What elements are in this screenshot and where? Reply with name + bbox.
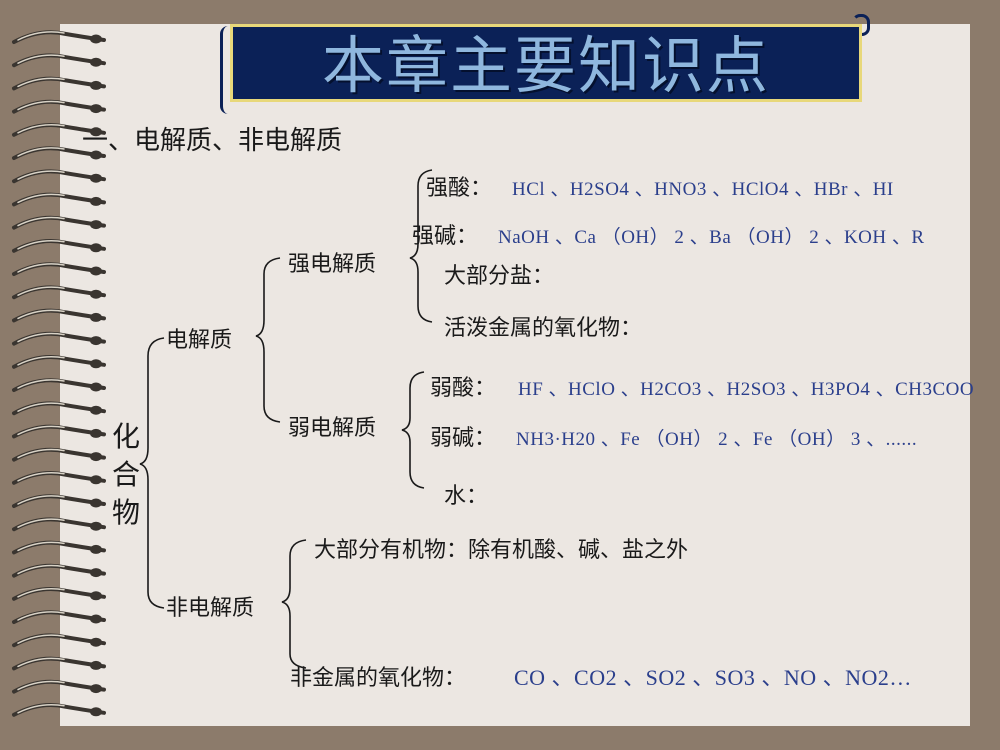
scroll-curl-left-icon: [220, 26, 237, 114]
binding-ring: [12, 656, 106, 671]
binding-ring: [12, 99, 106, 114]
organic-compounds-text: 大部分有机物：除有机酸、碱、盐之外: [314, 538, 689, 563]
weak-electrolyte-label: 弱电解质: [288, 416, 377, 441]
strong-base-label: 强碱：: [412, 224, 479, 249]
nonmetal-oxides-formulas: CO 、CO2 、SO2 、SO3 、NO 、NO2…: [514, 665, 912, 690]
nonelectrolyte-label: 非电解质: [166, 596, 255, 621]
bracket-nonelectrolyte: [281, 539, 307, 669]
binding-ring: [12, 331, 106, 346]
binding-ring: [12, 355, 106, 369]
bracket-electrolyte: [255, 257, 281, 423]
title-banner: 本章主要知识点: [230, 24, 862, 102]
binding-ring: [12, 587, 106, 601]
nonmetal-oxides-label: 非金属的氧化物：: [290, 666, 467, 691]
binding-ring: [12, 76, 106, 91]
binding-ring: [12, 471, 106, 485]
binding-ring: [12, 563, 106, 578]
binding-ring: [12, 285, 106, 300]
binding-ring: [12, 401, 106, 416]
binding-ring: [12, 239, 106, 253]
notebook-paper: [60, 24, 970, 726]
binding-ring: [12, 424, 106, 439]
weak-base-label: 弱碱：: [430, 426, 497, 451]
binding-ring: [12, 378, 106, 392]
binding-ring: [12, 447, 106, 462]
binding-ring: [12, 308, 106, 323]
binding-ring: [12, 169, 106, 184]
weak-base-formulas: NH3·H20 、Fe （OH） 2 、Fe （OH） 3 、......: [516, 429, 918, 450]
binding-ring: [12, 540, 106, 555]
binding-ring: [12, 53, 106, 68]
most-salts-label: 大部分盐：: [444, 264, 555, 289]
binding-ring: [12, 30, 106, 44]
binding-ring: [12, 679, 106, 694]
bracket-weak: [401, 371, 425, 489]
electrolyte-label: 电解质: [166, 328, 233, 353]
water-label: 水：: [444, 484, 489, 509]
weak-acid-formulas: HF 、HClO 、H2CO3 、H2SO3 、H3PO4 、CH3COO: [518, 379, 975, 400]
spiral-binding-rings-icon: [12, 30, 106, 717]
strong-base-formulas: NaOH 、Ca （OH） 2 、Ba （OH） 2 、KOH 、R: [498, 227, 925, 248]
page-title: 本章主要知识点: [321, 29, 770, 102]
section-heading: 一、电解质、非电解质: [82, 126, 343, 156]
strong-electrolyte-label: 强电解质: [288, 252, 377, 277]
bracket-compound: [139, 337, 165, 609]
binding-ring: [12, 123, 106, 137]
binding-ring: [12, 703, 106, 717]
binding-ring: [12, 262, 106, 276]
active-metal-oxides-label: 活泼金属的氧化物：: [444, 316, 643, 341]
binding-ring: [12, 517, 106, 532]
compound-label: 化合物: [112, 420, 141, 529]
binding-ring: [12, 215, 106, 230]
strong-acid-formulas: HCl 、H2SO4 、HNO3 、HClO4 、HBr 、HI: [512, 179, 894, 200]
binding-ring: [12, 494, 106, 508]
binding-ring: [12, 610, 106, 624]
binding-ring: [12, 633, 106, 648]
binding-ring: [12, 146, 106, 160]
weak-acid-label: 弱酸：: [430, 376, 497, 401]
strong-acid-label: 强酸：: [426, 176, 493, 201]
bracket-strong: [409, 169, 433, 323]
binding-ring: [12, 192, 106, 207]
